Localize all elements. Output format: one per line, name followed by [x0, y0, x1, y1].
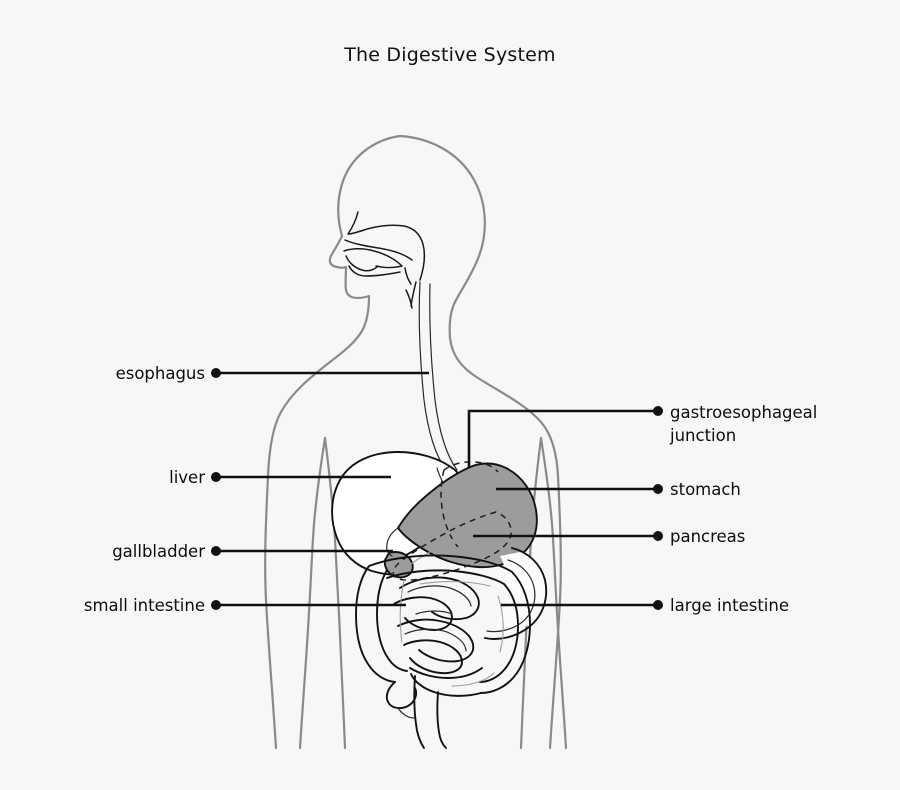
ge-junction-dashed-outline	[443, 461, 499, 473]
transverse-colon-lower	[386, 569, 505, 585]
cecum-outline	[385, 681, 418, 710]
right-leg-outline	[539, 436, 568, 750]
ge-junction-leader-dot	[653, 406, 663, 416]
ge-junction-leader-line	[467, 409, 658, 468]
nasal-floor-outline	[344, 239, 413, 261]
liver-outline	[331, 451, 456, 576]
duodenum-fill	[490, 552, 549, 635]
ileum-coil-2	[403, 639, 463, 675]
label-gastroesophageal-junction-line1[interactable]: gastroesophageal	[670, 403, 817, 422]
liver-fill	[332, 452, 467, 575]
colon-haustra-hint-2	[497, 595, 504, 653]
large-intestine-leader-dot	[653, 600, 663, 610]
head-back-neck-outline	[398, 134, 560, 478]
rectum-inner	[436, 691, 447, 749]
sigmoid-hint	[451, 672, 495, 687]
rectum-outer	[413, 675, 425, 749]
jejunum-coil-1	[399, 576, 480, 621]
left-labels-group: esophagus liver gallbladder small intest…	[84, 364, 205, 615]
stomach-leader-dot	[653, 484, 663, 494]
label-gastroesophageal-junction-line2[interactable]: junction	[669, 426, 736, 445]
esophagus-right-wall	[429, 283, 458, 471]
esophagus-organ	[418, 281, 458, 471]
label-esophagus[interactable]: esophagus	[116, 364, 205, 383]
appendix-outline	[397, 707, 415, 719]
head-outline	[266, 134, 402, 478]
right-body-side-outline	[548, 474, 562, 750]
duodenum-inner-outline	[486, 559, 536, 633]
colon-haustra-hint-1	[399, 579, 405, 643]
leader-lines-group	[211, 368, 663, 610]
descending-colon-outer	[480, 571, 531, 694]
jejunum-coil-2	[393, 596, 453, 631]
liver-leader-dot	[211, 472, 221, 482]
body-silhouette	[264, 134, 568, 750]
mouth-floor-outline	[348, 265, 401, 277]
gastroesophageal-junction-organ	[440, 461, 499, 548]
stomach-lesser-curve	[397, 467, 469, 529]
tongue-lower-outline	[345, 255, 379, 272]
small-intestine-leader-dot	[211, 600, 221, 610]
ileum-coil-1	[397, 618, 475, 663]
stomach-hidden-border-dashed	[440, 469, 459, 548]
left-leg-outline	[298, 436, 327, 750]
ascending-colon-inner	[376, 569, 408, 672]
ascending-colon-outer	[355, 565, 396, 683]
large-intestine-organ	[355, 554, 531, 749]
pylorus-outline	[386, 527, 399, 557]
left-leg-inner-outline	[323, 436, 347, 750]
label-gallbladder[interactable]: gallbladder	[112, 542, 205, 561]
descending-colon-inner	[479, 583, 519, 683]
label-stomach[interactable]: stomach	[670, 480, 741, 499]
right-labels-group: gastroesophageal junction stomach pancre…	[669, 403, 817, 615]
small-intestine-inner-1	[407, 585, 472, 607]
page-title: The Digestive System	[343, 44, 556, 66]
label-liver[interactable]: liver	[169, 468, 205, 487]
ileocecal-segment	[409, 667, 483, 679]
uvula-outline	[404, 267, 412, 285]
oral-nasal-cavity	[343, 211, 426, 309]
colon-haustra-hint-3	[419, 580, 491, 587]
label-pancreas[interactable]: pancreas	[670, 527, 745, 546]
gallbladder-leader-dot	[211, 546, 221, 556]
esophagus-leader-dot	[211, 368, 221, 378]
palate-outline	[347, 211, 426, 281]
tongue-outline	[343, 248, 403, 269]
label-large-intestine[interactable]: large intestine	[670, 596, 789, 615]
label-small-intestine[interactable]: small intestine	[84, 596, 205, 615]
pancreas-leader-dot	[653, 531, 663, 541]
small-intestine-inner-3	[415, 610, 453, 615]
left-body-side-outline	[264, 474, 278, 750]
esophagus-left-wall	[418, 281, 447, 471]
small-intestine-inner-2	[404, 628, 467, 652]
pancreas-duct-hint	[401, 521, 493, 573]
epiglottis-outline	[405, 289, 413, 309]
transverse-colon-upper	[368, 554, 513, 573]
